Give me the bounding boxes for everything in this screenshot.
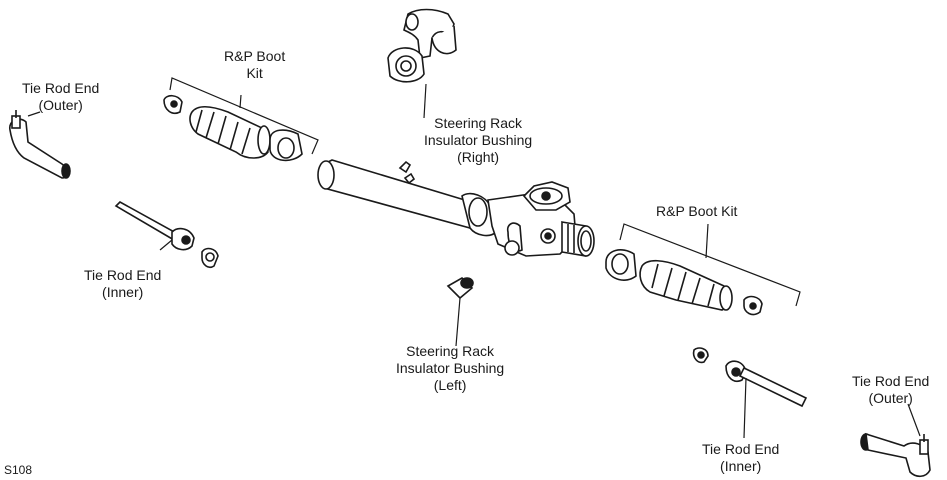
label-tie-rod-end-outer-left: Tie Rod End (Outer) bbox=[22, 80, 99, 114]
label-tie-rod-end-inner-right: Tie Rod End (Inner) bbox=[702, 441, 779, 475]
label-line: Tie Rod End bbox=[702, 441, 780, 457]
label-line: Steering Rack bbox=[434, 115, 523, 131]
label-tie-rod-end-outer-right: Tie Rod End (Outer) bbox=[852, 373, 929, 407]
tie-rod-end-outer-right bbox=[860, 432, 931, 478]
rp-boot-left bbox=[163, 94, 303, 162]
label-line: (Inner) bbox=[102, 284, 144, 300]
label-rp-boot-kit-left: R&P Boot Kit bbox=[224, 48, 285, 82]
label-insulator-bushing-right: Steering Rack Insulator Bushing (Right) bbox=[424, 115, 532, 166]
label-line: Tie Rod End bbox=[84, 267, 162, 283]
leader-lines bbox=[27, 77, 921, 439]
label-line: Tie Rod End bbox=[22, 80, 100, 96]
label-line: Kit bbox=[246, 65, 263, 81]
bracket bbox=[403, 8, 457, 59]
label-line: Tie Rod End bbox=[852, 373, 930, 389]
tie-rod-end-inner-right bbox=[692, 347, 808, 408]
label-tie-rod-end-inner-left: Tie Rod End (Inner) bbox=[84, 267, 161, 301]
label-line: (Outer) bbox=[868, 390, 913, 406]
label-line: Steering Rack bbox=[406, 343, 495, 359]
insulator-bushing-left bbox=[446, 277, 474, 300]
figure-code: S108 bbox=[4, 463, 33, 477]
label-line: (Left) bbox=[433, 377, 467, 393]
label-line: Insulator Bushing bbox=[424, 132, 533, 148]
label-line: R&P Boot bbox=[224, 48, 286, 64]
insulator-bushing-right bbox=[387, 47, 425, 83]
steering-rack-housing bbox=[317, 159, 595, 257]
tie-rod-end-inner-left bbox=[114, 201, 219, 269]
rp-boot-right bbox=[605, 249, 763, 316]
label-line: R&P Boot Kit bbox=[656, 203, 738, 219]
label-line: (Inner) bbox=[720, 458, 762, 474]
label-line: (Outer) bbox=[38, 97, 83, 113]
label-line: Insulator Bushing bbox=[396, 360, 505, 376]
tie-rod-end-outer-left bbox=[9, 110, 71, 179]
label-line: (Right) bbox=[457, 149, 500, 165]
label-rp-boot-kit-right: R&P Boot Kit bbox=[656, 203, 737, 220]
label-insulator-bushing-left: Steering Rack Insulator Bushing (Left) bbox=[396, 343, 504, 394]
